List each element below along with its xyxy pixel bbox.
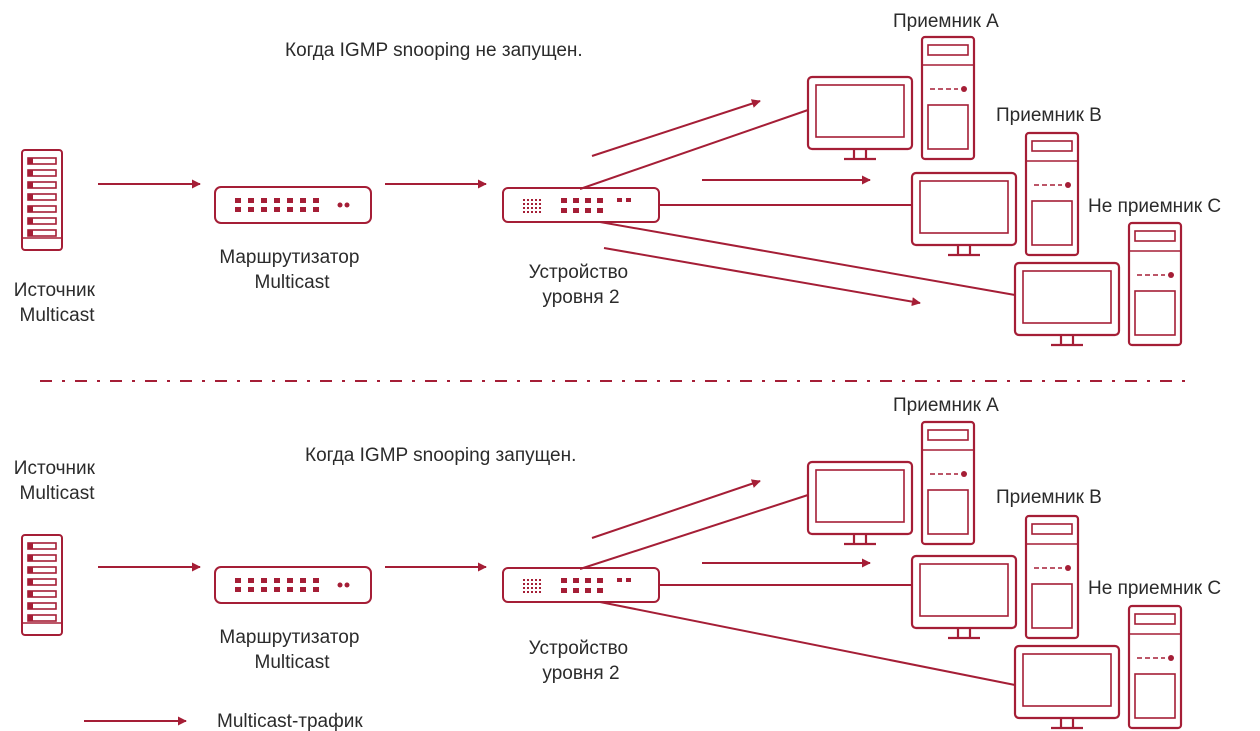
- top-router: [214, 186, 372, 224]
- bottom-source-label: Источник Multicast: [14, 458, 100, 504]
- top-switch-label-line1: Устройство: [529, 262, 628, 283]
- top-links: [579, 109, 1016, 296]
- bottom-router-label-line1: Маршрутизатор: [219, 627, 359, 648]
- bottom-switch-label-line1: Устройство: [529, 638, 628, 659]
- bottom-source-server: [21, 534, 63, 636]
- bottom-non-receiver-c-label: Не приемник C: [1088, 578, 1221, 599]
- top-receiver-b-label: Приемник B: [996, 105, 1102, 126]
- bottom-source-label-line1: Источник: [14, 458, 96, 479]
- legend: Multicast-трафик: [84, 711, 363, 731]
- bottom-caption: Когда IGMP snooping запущен.: [305, 445, 576, 466]
- bottom-router: [214, 566, 372, 604]
- bottom-receiver-a-computer: [806, 420, 976, 546]
- top-source-label: Источник Multicast: [14, 280, 100, 326]
- bottom-source-label-line2: Multicast: [20, 483, 96, 504]
- top-traffic-arrows: [98, 99, 921, 307]
- top-router-label-line2: Multicast: [255, 272, 331, 293]
- top-router-label-line1: Маршрутизатор: [219, 247, 359, 268]
- top-panel: Когда IGMP snooping не запущен. Источник…: [14, 11, 1221, 347]
- top-non-receiver-c-label: Не приемник C: [1088, 196, 1221, 217]
- bottom-switch: [502, 567, 660, 603]
- bottom-switch-label-line2: уровня 2: [542, 663, 619, 684]
- top-source-server: [21, 149, 63, 251]
- bottom-receiver-b-label: Приемник B: [996, 487, 1102, 508]
- top-receiver-a-label: Приемник A: [893, 11, 999, 32]
- top-router-label: Маршрутизатор Multicast: [219, 247, 364, 293]
- top-switch: [502, 187, 660, 223]
- bottom-panel: Когда IGMP snooping запущен. Источник Mu…: [14, 395, 1221, 730]
- bottom-router-label-line2: Multicast: [255, 652, 331, 673]
- top-switch-label-line2: уровня 2: [542, 287, 619, 308]
- top-caption: Когда IGMP snooping не запущен.: [285, 40, 583, 61]
- top-receiver-a-computer: [806, 35, 976, 161]
- legend-label: Multicast-трафик: [217, 711, 363, 731]
- bottom-traffic-arrows: [98, 479, 871, 572]
- top-source-label-line2: Multicast: [20, 305, 96, 326]
- bottom-links: [579, 494, 1016, 686]
- top-source-label-line1: Источник: [14, 280, 96, 301]
- bottom-router-label: Маршрутизатор Multicast: [219, 627, 364, 673]
- bottom-switch-label: Устройство уровня 2: [529, 638, 634, 684]
- top-switch-label: Устройство уровня 2: [529, 262, 634, 308]
- bottom-receiver-a-label: Приемник A: [893, 395, 999, 416]
